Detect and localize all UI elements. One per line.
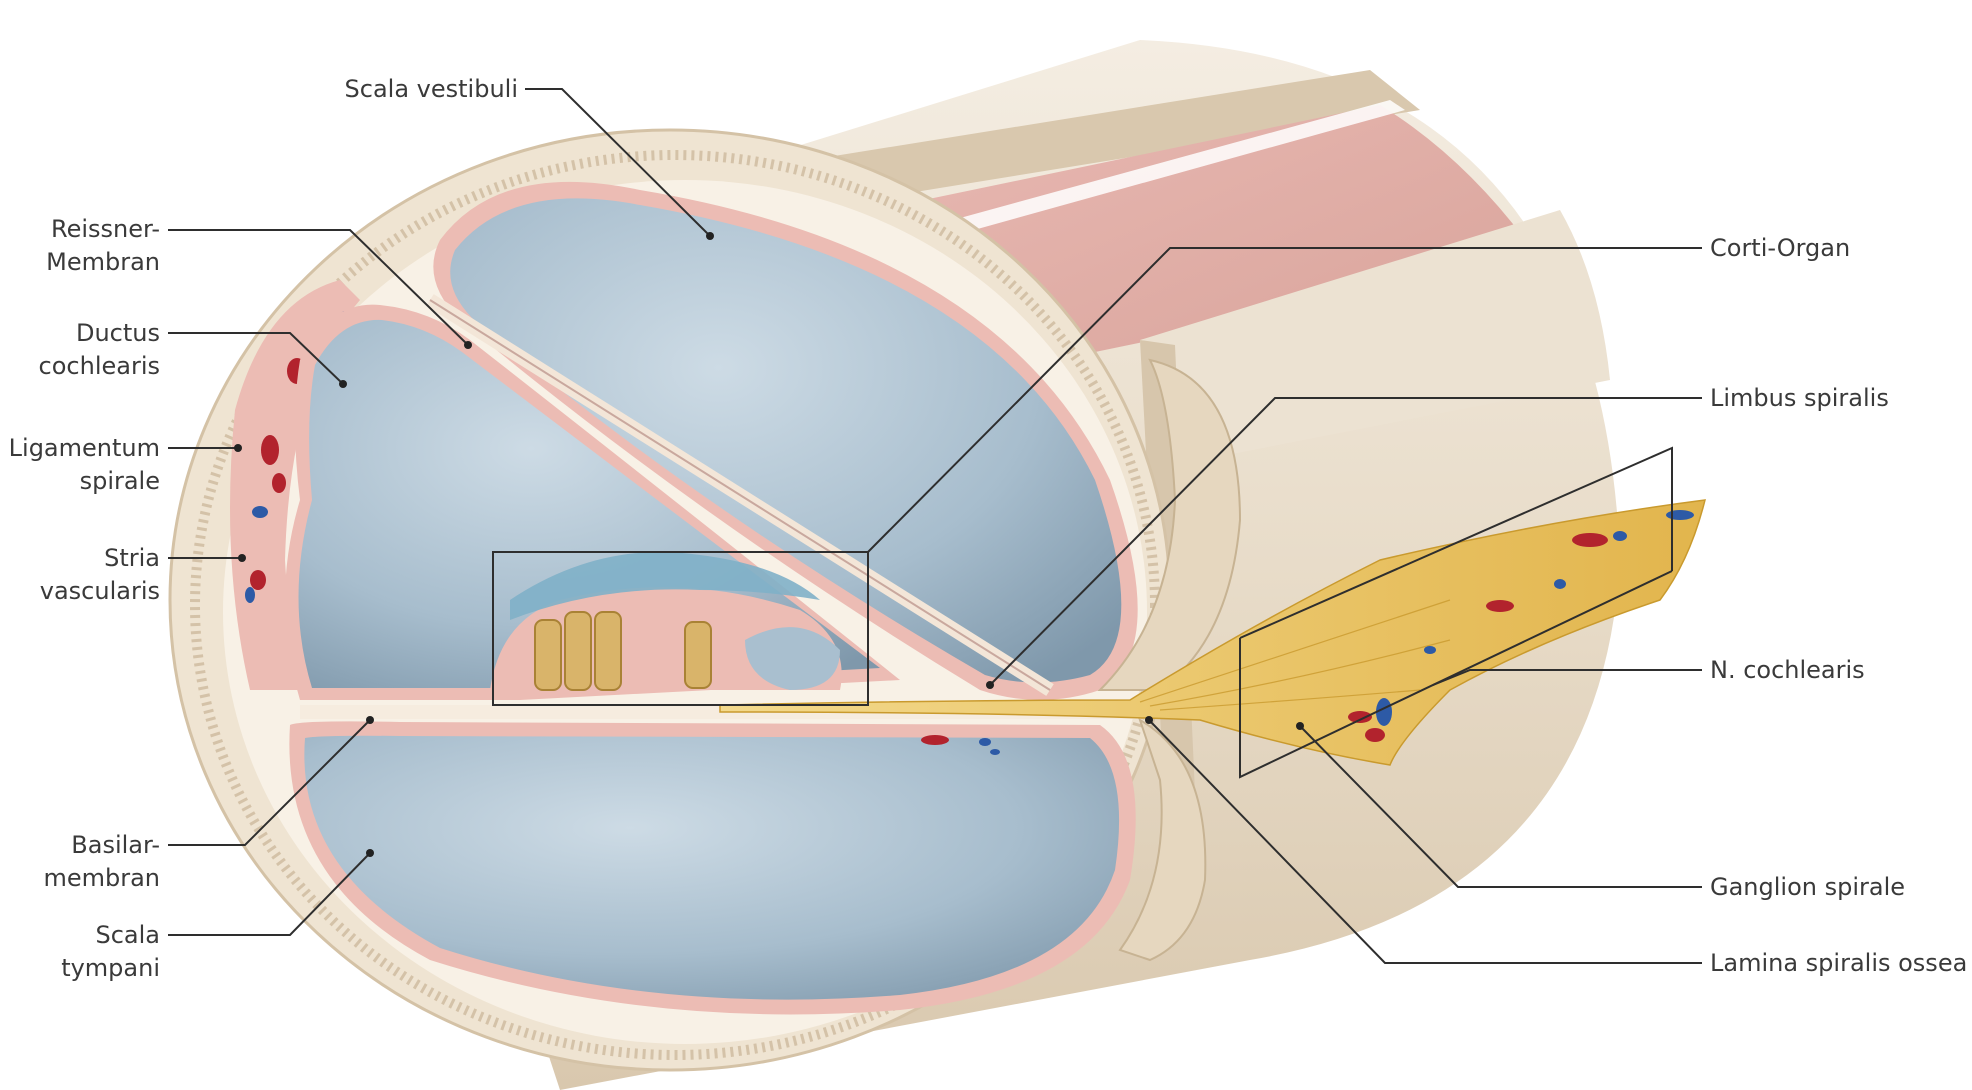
nerve-bracket-side: [1239, 570, 1673, 779]
leader-corti: [867, 247, 1702, 553]
label-ganglion: Ganglion spirale: [1710, 873, 1905, 901]
label-scala-tympani-line2: tympani: [61, 954, 160, 982]
leader-n-cochlearis: [1432, 669, 1702, 686]
leader-scala-vestibuli: [525, 88, 711, 237]
leader-lamina: [1148, 719, 1702, 964]
scala-tympani-chamber: [289, 721, 1136, 1015]
label-scala-tympani-line1: Scala: [95, 921, 160, 949]
leader-reissner: [168, 229, 469, 346]
label-stria-line1: Stria: [104, 544, 160, 572]
scala-vestibuli-chamber: [433, 181, 1138, 700]
label-corti: Corti-Organ: [1710, 234, 1850, 262]
label-ductus-line1: Ductus: [76, 319, 160, 347]
leader-lines: [168, 88, 1702, 964]
leader-ganglion: [1299, 725, 1702, 888]
label-limbus: Limbus spiralis: [1710, 384, 1889, 412]
label-ligamentum-line1: Ligamentum: [9, 434, 160, 462]
leader-ductus: [168, 332, 344, 385]
leader-limbus: [989, 397, 1702, 686]
labels: Scala vestibuli Reissner- Membran Ductus…: [9, 75, 1968, 982]
label-basilar-line1: Basilar-: [71, 831, 160, 859]
nerve-bracket-top: [1239, 446, 1673, 639]
label-lamina: Lamina spiralis ossea: [1710, 949, 1967, 977]
leader-basilar: [168, 719, 371, 846]
cochlear-nerve: [719, 499, 1706, 766]
label-basilar-line2: membran: [43, 864, 160, 892]
label-n-cochlearis: N. cochlearis: [1710, 656, 1865, 684]
label-ductus-line2: cochlearis: [39, 352, 160, 380]
label-reissner-line1: Reissner-: [51, 215, 160, 243]
corti-organ-structure: [490, 552, 842, 691]
leader-scala-tympani: [168, 852, 371, 936]
label-stria-line2: vascularis: [40, 577, 160, 605]
label-scala-vestibuli: Scala vestibuli: [345, 75, 518, 103]
label-reissner-line2: Membran: [46, 248, 160, 276]
label-ligamentum-line2: spirale: [80, 467, 160, 495]
corti-bracket: [492, 551, 869, 706]
